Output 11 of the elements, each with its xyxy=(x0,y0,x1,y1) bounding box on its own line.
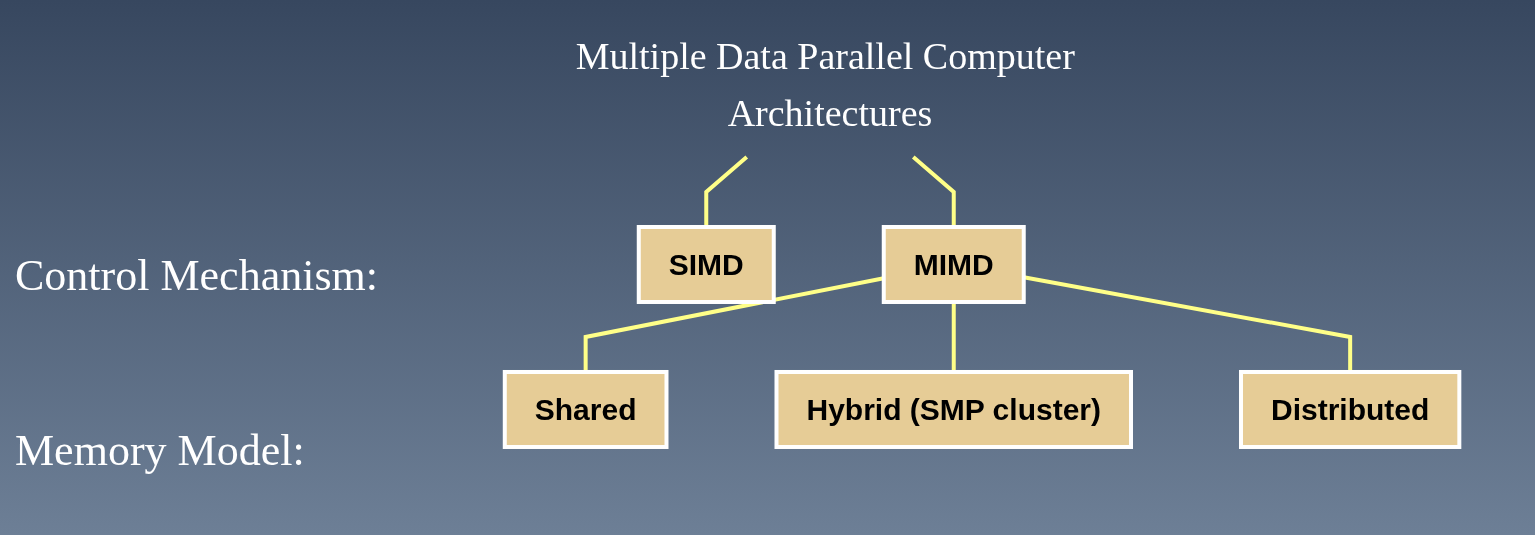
node-text: Multiple Data Parallel Computer Architectures xyxy=(576,35,1076,134)
node-box: MIMD xyxy=(882,225,1027,304)
node-box: SIMD xyxy=(637,225,777,304)
node-box: Distributed xyxy=(1239,370,1462,449)
node-box: Shared xyxy=(503,370,669,449)
row-label: Memory Model: xyxy=(15,425,305,476)
row-label: Control Mechanism: xyxy=(15,250,378,301)
connector xyxy=(952,302,957,372)
connector xyxy=(912,155,957,227)
node-box: Hybrid (SMP cluster) xyxy=(774,370,1134,449)
connector xyxy=(704,155,749,227)
